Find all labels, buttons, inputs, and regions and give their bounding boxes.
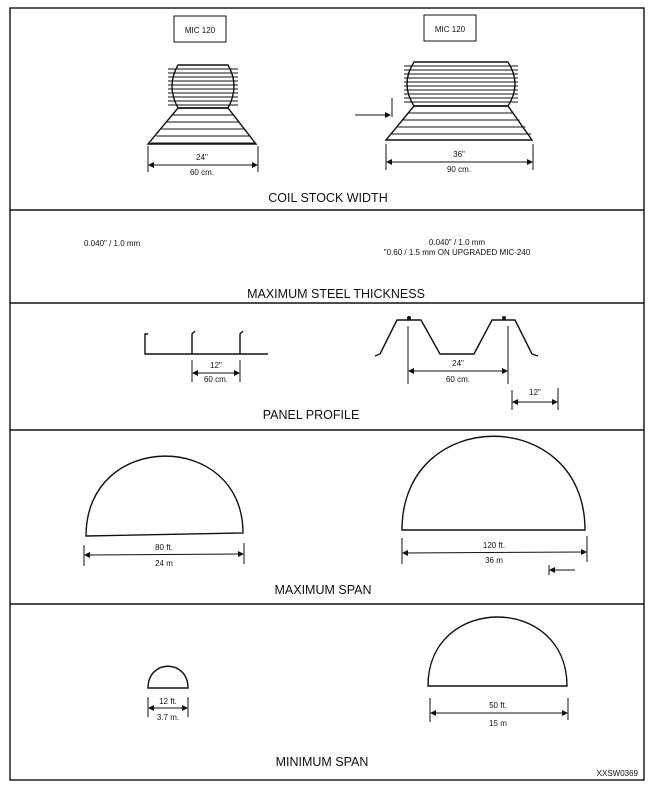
arch-icon — [401, 435, 586, 531]
thickness-left: 0.040" / 1.0 mm — [84, 239, 141, 248]
outer-border — [9, 7, 645, 781]
max-span-right: 120 ft. 36 m — [401, 435, 588, 575]
span-feet: 50 ft. — [489, 701, 507, 710]
min-span-right: 50 ft. 15 m — [427, 616, 569, 728]
span-feet: 80 ft. — [155, 543, 173, 552]
span-meters: 15 m — [489, 719, 507, 728]
span-meters: 24 m — [155, 559, 173, 568]
arch-icon — [427, 616, 568, 687]
section-title: MAXIMUM SPAN — [275, 583, 372, 597]
coil-base-icon — [146, 107, 258, 145]
coil-left: MIC 120 24" 60 cm. — [146, 15, 259, 177]
width-cm: 90 cm. — [447, 165, 471, 174]
panel-profile-icon — [374, 319, 539, 357]
model-label-box — [423, 14, 477, 42]
section-title: PANEL PROFILE — [263, 408, 360, 422]
width-inches: 24" — [196, 153, 208, 162]
model-label-box — [173, 15, 227, 43]
spacing-cm: 60 cm. — [446, 375, 470, 384]
panel-profile-left: 12" 60 cm. — [144, 330, 268, 384]
span-feet: 120 ft. — [483, 541, 505, 550]
coil-body-icon — [406, 61, 516, 107]
min-span-left: 12 ft. 3.7 m. — [147, 665, 189, 722]
section-title: COIL STOCK WIDTH — [268, 191, 387, 205]
thickness-right-note: "0.60 / 1.5 mm ON UPGRADED MIC-240 — [384, 248, 531, 257]
spacing-inches: 12" — [210, 361, 222, 370]
thickness-right: 0.040" / 1.0 mm — [429, 238, 486, 247]
span-meters: 3.7 m. — [157, 713, 179, 722]
arch-icon — [147, 665, 189, 689]
span-feet: 12 ft. — [159, 697, 177, 706]
section-title: MAXIMUM STEEL THICKNESS — [247, 287, 425, 301]
section-title: MINIMUM SPAN — [276, 755, 369, 769]
width-inches: 36" — [453, 150, 465, 159]
spacing-cm: 60 cm. — [204, 375, 228, 384]
figure-id: XXSW0369 — [597, 769, 639, 778]
coil-body-icon — [171, 64, 235, 109]
width-cm: 60 cm. — [190, 168, 214, 177]
model-label: MIC 120 — [435, 25, 466, 34]
model-label: MIC 120 — [185, 26, 216, 35]
panel-profile-icon — [144, 330, 268, 355]
span-meters: 36 m — [485, 556, 503, 565]
panel-profile-right: 24" 60 cm. 12" — [374, 316, 559, 410]
arch-icon — [85, 455, 244, 537]
coil-base-icon — [384, 105, 534, 141]
max-span-left: 80 ft. 24 m — [83, 455, 245, 568]
coil-right: MIC 120 36" 90 cm. — [355, 14, 534, 174]
flange-inches: 12" — [529, 388, 541, 397]
spacing-inches: 24" — [452, 359, 464, 368]
